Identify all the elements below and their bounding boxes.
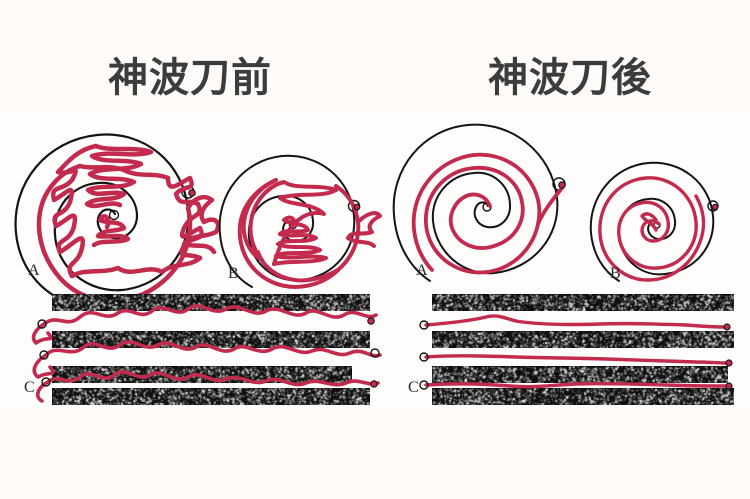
- trace-line-3: [35, 370, 380, 403]
- spiral-before-a: [14, 133, 221, 304]
- column-title-after: 神波刀後: [488, 56, 652, 100]
- spiral-trace-red: [36, 143, 221, 304]
- trace-line-3: [419, 380, 733, 390]
- line-trace-before: [31, 304, 382, 403]
- trace-line-2: [32, 340, 382, 379]
- trace-line-1: [31, 304, 378, 345]
- line-trace-after: [419, 314, 733, 390]
- spiral-before-b: [218, 154, 382, 289]
- spiral-trace-red: [411, 152, 566, 275]
- panel-letter-after-a: A: [416, 262, 428, 279]
- panel-letter-before-b: B: [228, 265, 239, 282]
- tracing-bar-before-4: [52, 388, 370, 405]
- panel-letter-before-c: C: [24, 379, 35, 396]
- panel-letter-after-c: C: [408, 379, 419, 396]
- spiral-trace-red: [598, 176, 719, 282]
- trace-line-1: [419, 314, 731, 331]
- panel-letter-before-a: A: [28, 262, 40, 279]
- spiral-after-b: [589, 161, 719, 282]
- tracing-bar-after-3: [432, 366, 728, 383]
- tracing-bar-after-1: [432, 294, 734, 311]
- column-title-before: 神波刀前: [108, 56, 272, 100]
- tracing-bar-before-1: [52, 294, 370, 311]
- tracing-bar-after-4: [432, 388, 734, 405]
- spiral-after-a: [392, 123, 566, 282]
- panel-letter-after-b: B: [610, 265, 621, 282]
- tracing-bar-after-2: [432, 331, 734, 348]
- spiral-trace-red: [237, 178, 382, 289]
- trace-line-2: [419, 352, 733, 367]
